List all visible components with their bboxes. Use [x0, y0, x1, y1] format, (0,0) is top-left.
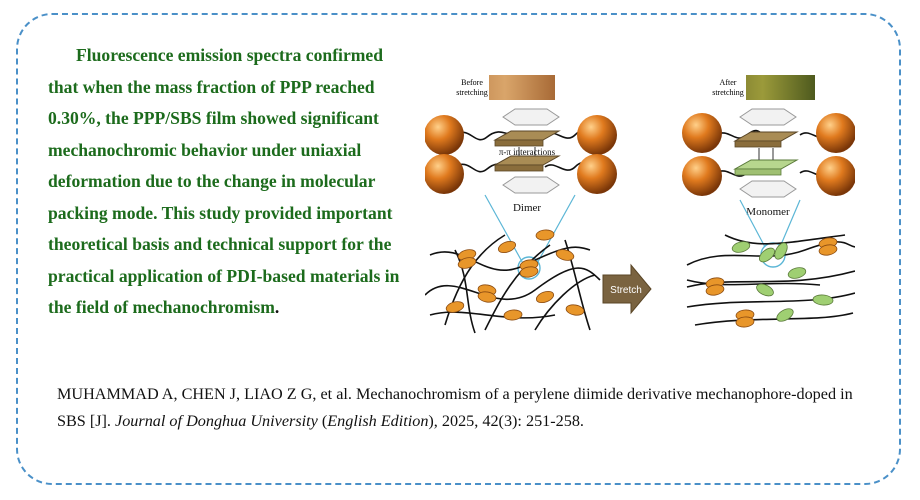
before-stretching-photo: Before stretching — [455, 75, 555, 100]
monomer-guide-line-left — [739, 199, 766, 248]
pi-interactions-label: π-π interactions — [499, 147, 556, 157]
before-label-line1: Before — [461, 78, 483, 87]
after-label-line1: After — [720, 78, 737, 87]
citation-edition: English Edition — [327, 412, 429, 430]
stretch-arrow: Stretch — [602, 263, 652, 315]
stretch-label: Stretch — [610, 285, 642, 296]
mechanochromism-figure: Before stretching π-π interactions Dimer — [425, 75, 855, 334]
summary-text: Fluorescence emission spectra confirmed … — [48, 45, 400, 317]
dimer-chromophores — [445, 229, 585, 321]
citation: MUHAMMAD A, CHEN J, LIAO Z G, et al. Mec… — [57, 381, 877, 435]
dimer-label: Dimer — [513, 202, 541, 214]
before-label-line2: stretching — [456, 88, 488, 97]
summary-period: . — [274, 297, 280, 317]
citation-journal: Journal of Donghua University — [115, 412, 318, 430]
monomer-polymer-network — [686, 234, 855, 326]
summary-paragraph: Fluorescence emission spectra confirmed … — [48, 40, 400, 324]
monomer-chromophores — [705, 237, 838, 328]
monomer-guide-line-right — [779, 199, 801, 248]
citation-volume-pages: ), 2025, 42(3): 251-258. — [428, 412, 584, 430]
after-label-line2: stretching — [712, 88, 744, 97]
dimer-model: π-π interactions Dimer — [425, 108, 617, 214]
monomer-model: Monomer — [682, 108, 855, 218]
monomer-label: Monomer — [746, 206, 790, 218]
after-stretching-photo: After stretching — [710, 75, 815, 100]
content-card — [16, 13, 901, 485]
citation-paren-open: ( — [317, 412, 328, 430]
dimer-guide-line-right — [534, 194, 576, 268]
citation-authors-title: MUHAMMAD A, CHEN J, LIAO Z G, et al. Mec… — [57, 385, 853, 430]
dimer-guide-line-left — [484, 194, 526, 268]
